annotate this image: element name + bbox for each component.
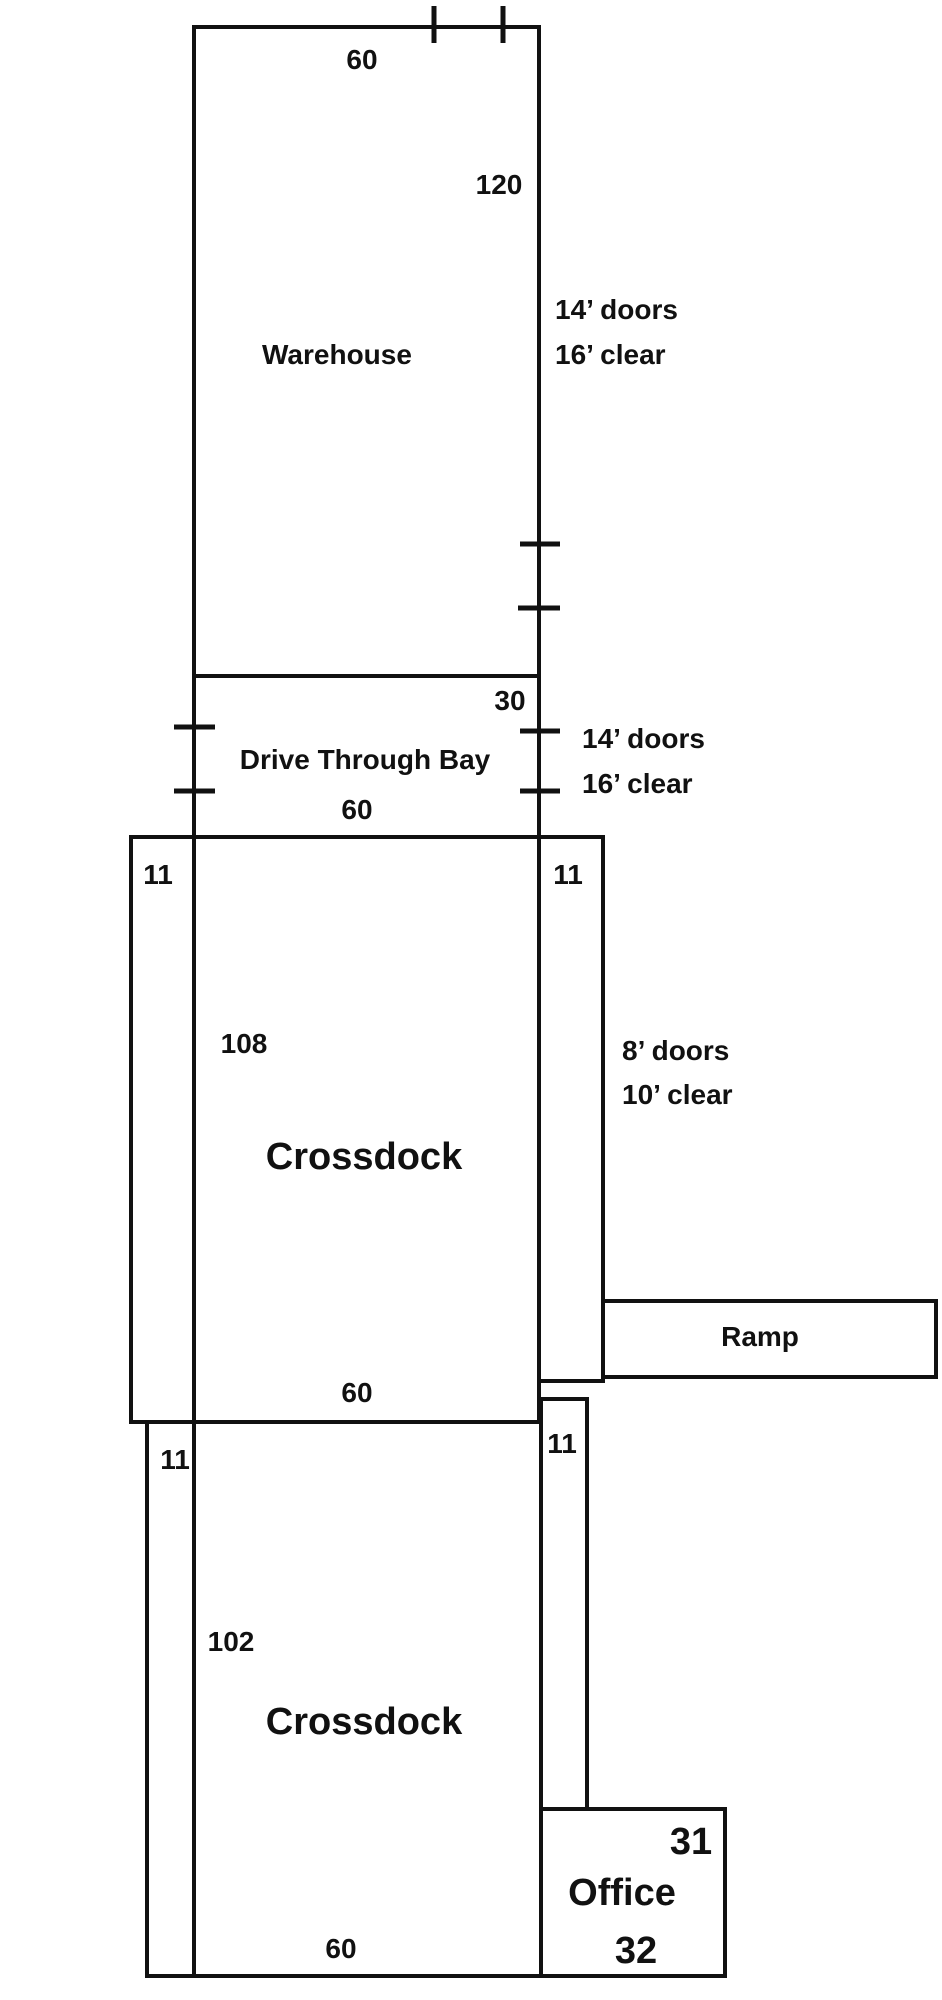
office-width: 32	[615, 1930, 657, 1972]
crossdock-1-left-strip	[129, 835, 196, 1424]
crossdock-2-width: 60	[325, 1933, 356, 1964]
drive-bay-clear-note: 16’ clear	[582, 768, 693, 799]
drive-bay-width: 60	[341, 794, 372, 825]
crossdock-2-right-strip	[539, 1397, 589, 1811]
crossdock-2-length: 102	[208, 1626, 255, 1657]
crossdock-1-left-strip-width: 11	[143, 859, 173, 890]
ramp	[601, 1299, 938, 1379]
crossdock-2-left-strip	[145, 1420, 196, 1978]
crossdock-1-label: Crossdock	[266, 1136, 463, 1178]
crossdock-2-room	[192, 1420, 543, 1978]
crossdock-2-right-strip-width: 11	[547, 1428, 577, 1459]
drive-bay-label: Drive Through Bay	[240, 744, 491, 775]
crossdock-1-right-strip	[537, 835, 605, 1383]
office-room	[539, 1807, 727, 1978]
drive-bay-length: 30	[494, 685, 525, 716]
warehouse-doors-note: 14’ doors	[555, 294, 678, 325]
office-depth: 31	[670, 1821, 712, 1863]
drive-bay-doors-note: 14’ doors	[582, 723, 705, 754]
warehouse-length: 120	[476, 169, 523, 200]
crossdock-1-room	[192, 835, 541, 1424]
office-label: Office	[568, 1872, 676, 1914]
crossdock-2-label: Crossdock	[266, 1701, 463, 1743]
crossdock-1-length: 108	[221, 1028, 268, 1059]
warehouse-clear-note: 16’ clear	[555, 339, 666, 370]
crossdock-1-right-strip-width: 11	[553, 859, 583, 890]
crossdock-1-width: 60	[341, 1377, 372, 1408]
warehouse-width: 60	[346, 44, 377, 75]
crossdock-1-clear-note: 10’ clear	[622, 1079, 733, 1110]
crossdock-1-doors-note: 8’ doors	[622, 1035, 729, 1066]
ramp-label: Ramp	[721, 1321, 799, 1352]
warehouse-label: Warehouse	[262, 339, 412, 370]
crossdock-2-left-strip-width: 11	[160, 1444, 190, 1475]
